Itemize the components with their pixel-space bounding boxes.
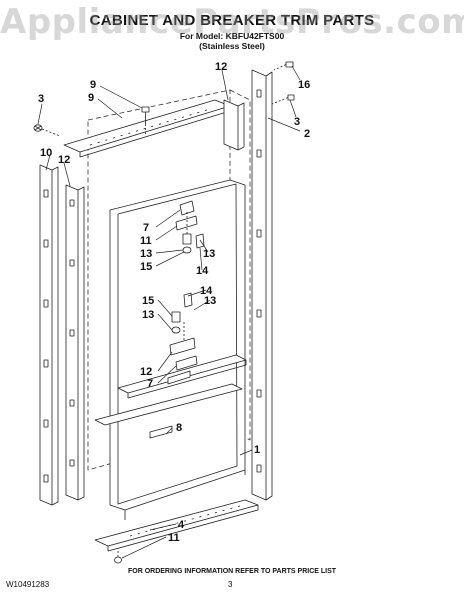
right-lower-screw xyxy=(271,94,295,105)
callout-6: 9 xyxy=(88,92,94,104)
page-number: 3 xyxy=(228,580,233,589)
callout-14-lower: 14 xyxy=(200,285,213,297)
callout-2: 2 xyxy=(304,128,310,140)
finish-line: (Stainless Steel) xyxy=(199,41,265,51)
left-inner-trim xyxy=(65,184,85,501)
left-screw xyxy=(33,124,61,137)
callout-13-lower-right: 13 xyxy=(204,295,216,307)
bottom-screw xyxy=(114,548,122,564)
right-upper-screw xyxy=(273,61,294,71)
lower-hinge-hardware xyxy=(169,292,198,371)
callout-9-top: 12 xyxy=(215,61,227,73)
ordering-note: FOR ORDERING INFORMATION REFER TO PARTS … xyxy=(127,568,337,575)
callout-13-lower-left: 13 xyxy=(142,309,154,321)
bottom-trim-strip xyxy=(94,499,259,552)
upper-hinge-hardware xyxy=(175,200,205,254)
callout-7-upper: 7 xyxy=(143,222,149,234)
callout-14-upper: 14 xyxy=(196,265,209,277)
top-screw xyxy=(141,106,150,136)
callout-9-left: 12 xyxy=(58,154,70,166)
callout-12-upper: 11 xyxy=(140,235,152,247)
callout-1: 1 xyxy=(254,444,260,456)
callout-3-left: 3 xyxy=(38,93,44,105)
center-divider-bar xyxy=(117,354,247,399)
model-line: For Model: KBFU42FTS00 xyxy=(179,31,285,41)
callout-5: 9 xyxy=(90,79,96,91)
callout-16: 16 xyxy=(298,79,310,91)
left-side-trim xyxy=(39,164,59,506)
callout-15-upper: 15 xyxy=(140,261,152,273)
cabinet-outline xyxy=(87,89,251,471)
model-subtitle: For Model: KBFU42FTS00 (Stainless Steel) xyxy=(60,31,404,51)
right-side-trim xyxy=(251,69,273,501)
callout-10: 10 xyxy=(40,147,52,159)
callout-11: 11 xyxy=(168,532,180,544)
document-code: W10491283 xyxy=(6,580,50,589)
callout-7-lower: 7 xyxy=(147,378,153,390)
callout-3-right: 3 xyxy=(294,116,300,128)
callout-8: 8 xyxy=(176,422,182,434)
callout-12-lower: 12 xyxy=(140,366,152,378)
callout-13-upper-right: 13 xyxy=(203,248,215,260)
leader-lines xyxy=(37,65,301,559)
callout-13-upper-left: 13 xyxy=(140,248,152,260)
lower-cross-bar xyxy=(94,383,243,439)
callout-4: 4 xyxy=(178,519,185,531)
page-title: CABINET AND BREAKER TRIM PARTS xyxy=(89,12,375,29)
callout-15-lower: 15 xyxy=(142,295,154,307)
right-inner-trim xyxy=(223,99,245,151)
callout-labels: 9 9 3 12 16 3 2 10 12 7 11 13 15 13 14 1… xyxy=(38,61,310,544)
